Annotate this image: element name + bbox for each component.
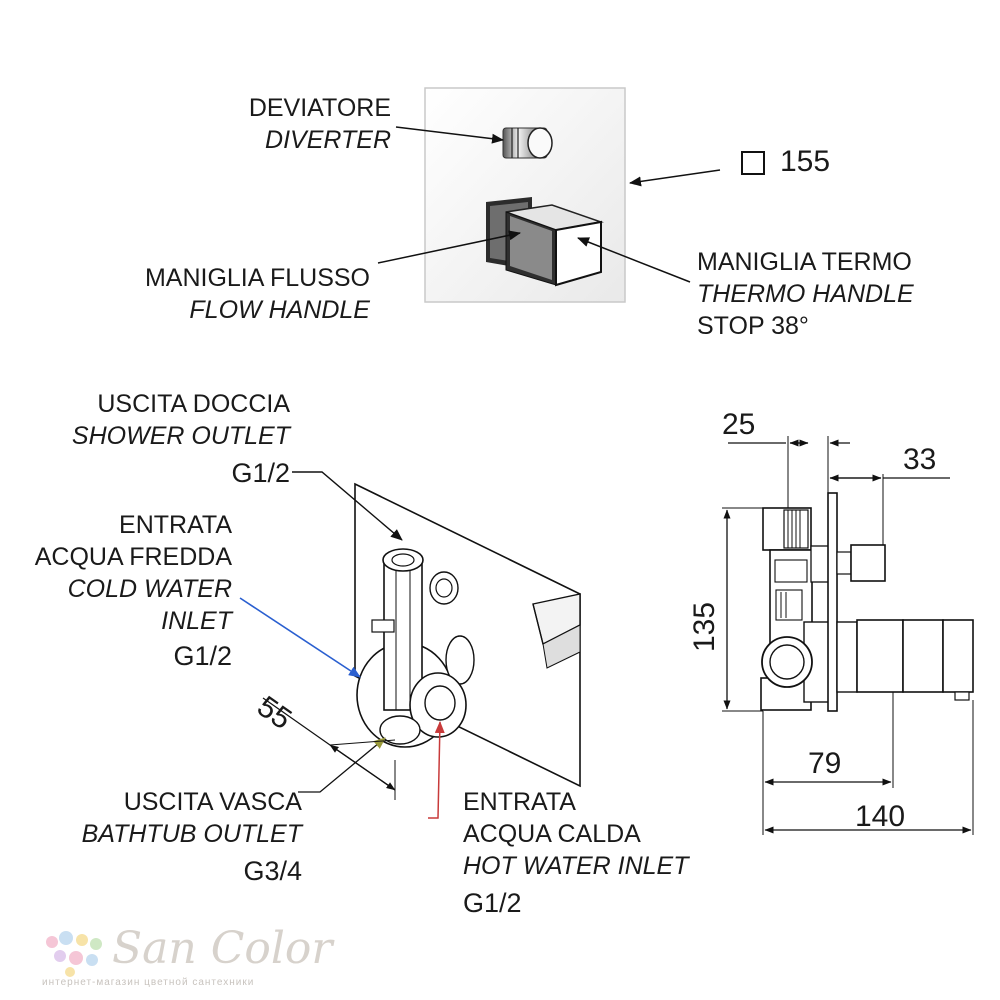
thermo-handle-leader — [577, 237, 691, 283]
dimension-25-value: 25 — [722, 408, 756, 441]
square-size-value: 155 — [780, 145, 831, 178]
cold-inlet-label: ENTRATA ACQUA FREDDA COLD WATER INLET G1… — [35, 509, 232, 672]
logo-dot — [65, 967, 75, 977]
shower-outlet-label: USCITA DOCCIA SHOWER OUTLET G1/2 — [72, 388, 290, 489]
hot-inlet-label-2: ACQUA CALDA — [463, 820, 641, 848]
logo-dot — [76, 934, 88, 946]
bathtub-outlet-leader — [298, 737, 386, 793]
diverter-label-en: DIVERTER — [265, 126, 391, 154]
shower-outlet-label-it: USCITA DOCCIA — [97, 390, 290, 418]
cold-inlet-thread: G1/2 — [173, 641, 232, 671]
diverter-label: DEVIATORE DIVERTER — [249, 92, 391, 156]
dimension-79-value: 79 — [808, 747, 842, 780]
hot-inlet-label-1: ENTRATA — [463, 788, 576, 816]
bathtub-outlet-label-en: BATHTUB OUTLET — [81, 820, 302, 848]
square-size-leader — [629, 169, 721, 187]
hot-inlet-label: ENTRATA ACQUA CALDA HOT WATER INLET G1/2 — [463, 786, 688, 919]
side-view — [760, 492, 974, 712]
cold-inlet-label-3: COLD WATER — [67, 575, 232, 603]
logo-dot — [86, 954, 98, 966]
cold-inlet-label-2: ACQUA FREDDA — [34, 543, 232, 571]
thermo-handle-label: MANIGLIA TERMO THERMO HANDLE STOP 38° — [697, 246, 914, 342]
cold-inlet-leader — [239, 597, 361, 678]
logo-dots-icon — [46, 931, 102, 977]
bathtub-outlet-thread: G3/4 — [243, 856, 302, 886]
cold-inlet-label-1: ENTRATA — [119, 511, 232, 539]
hot-inlet-thread: G1/2 — [463, 888, 522, 918]
dimension-135-value: 135 — [688, 601, 721, 652]
cold-inlet-label-4: INLET — [161, 607, 232, 635]
flow-handle-leader — [377, 230, 521, 264]
bathtub-outlet-label-it: USCITA VASCA — [123, 788, 302, 816]
dimension-140-value: 140 — [855, 800, 906, 833]
flow-handle-label-en: FLOW HANDLE — [189, 296, 370, 324]
logo-dot — [46, 936, 58, 948]
diverter-knob — [502, 127, 553, 159]
bathtub-outlet-label: USCITA VASCA BATHTUB OUTLET G3/4 — [82, 786, 302, 887]
logo-dot — [59, 931, 73, 945]
shower-outlet-leader — [292, 471, 403, 541]
logo-dot — [69, 951, 83, 965]
logo-dot — [90, 938, 102, 950]
dimension-55 — [262, 697, 396, 800]
hot-inlet-label-3: HOT WATER INLET — [463, 852, 689, 880]
front-plate-view — [424, 87, 626, 303]
flow-handle-label: MANIGLIA FLUSSO FLOW HANDLE — [145, 262, 370, 326]
dimension-33-value: 33 — [903, 443, 937, 476]
flow-handle-label-it: MANIGLIA FLUSSO — [144, 264, 370, 292]
thermo-handle-label-en: THERMO HANDLE — [697, 280, 914, 308]
isometric-body-view — [354, 482, 581, 788]
thermo-handle-label-it: MANIGLIA TERMO — [697, 248, 912, 276]
hot-inlet-leader — [428, 721, 445, 819]
logo-dot — [54, 950, 66, 962]
diverter-leader — [395, 126, 504, 144]
square-symbol-icon — [741, 151, 765, 175]
shower-outlet-thread: G1/2 — [231, 458, 290, 488]
shower-outlet-label-en: SHOWER OUTLET — [71, 422, 290, 450]
dimension-lines — [722, 436, 974, 835]
logo-tagline: интернет-магазин цветной сантехники — [42, 977, 255, 988]
diverter-label-it: DEVIATORE — [248, 94, 391, 122]
thermo-handle-stop: STOP 38° — [697, 312, 809, 340]
logo-name: San Color — [112, 923, 333, 974]
